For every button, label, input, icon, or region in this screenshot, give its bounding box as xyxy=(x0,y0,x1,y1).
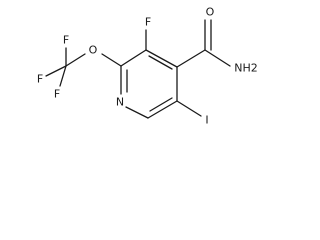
atom-label-o-carbonyl: O xyxy=(206,6,215,19)
bond-c5-i xyxy=(176,100,202,117)
atom-label-n-ring: N xyxy=(116,96,124,109)
bond-c3-c4 xyxy=(145,49,178,68)
atom-label-f-cf3-top: F xyxy=(63,34,69,47)
bond-c6-n xyxy=(125,106,149,119)
bond-ccf3-f-left xyxy=(45,65,67,77)
bond-c4-camide xyxy=(176,49,206,68)
atom-label-o-ether: O xyxy=(89,44,98,57)
atom-label-f-cf3-bottom: F xyxy=(54,88,60,101)
molecule-svg: F O NH2 O F F F N I xyxy=(37,6,258,127)
atom-label-nh2: NH2 xyxy=(234,62,258,75)
bond-c3-c4-inner xyxy=(148,55,173,70)
bond-c2-o xyxy=(101,53,122,67)
bond-c5-c6-inner xyxy=(149,97,173,112)
bond-o-ccf3 xyxy=(65,53,86,67)
bond-c2-c3 xyxy=(120,49,147,67)
bond-camide-n xyxy=(204,49,231,67)
bond-c5-c6 xyxy=(147,100,178,119)
atom-label-f-ring: F xyxy=(145,16,151,29)
structure-diagram: F O NH2 O F F F N I xyxy=(0,0,272,138)
atom-label-f-cf3-left: F xyxy=(37,73,43,86)
atom-label-i: I xyxy=(205,114,208,127)
bond-ccf3-f-bottom xyxy=(59,65,67,87)
